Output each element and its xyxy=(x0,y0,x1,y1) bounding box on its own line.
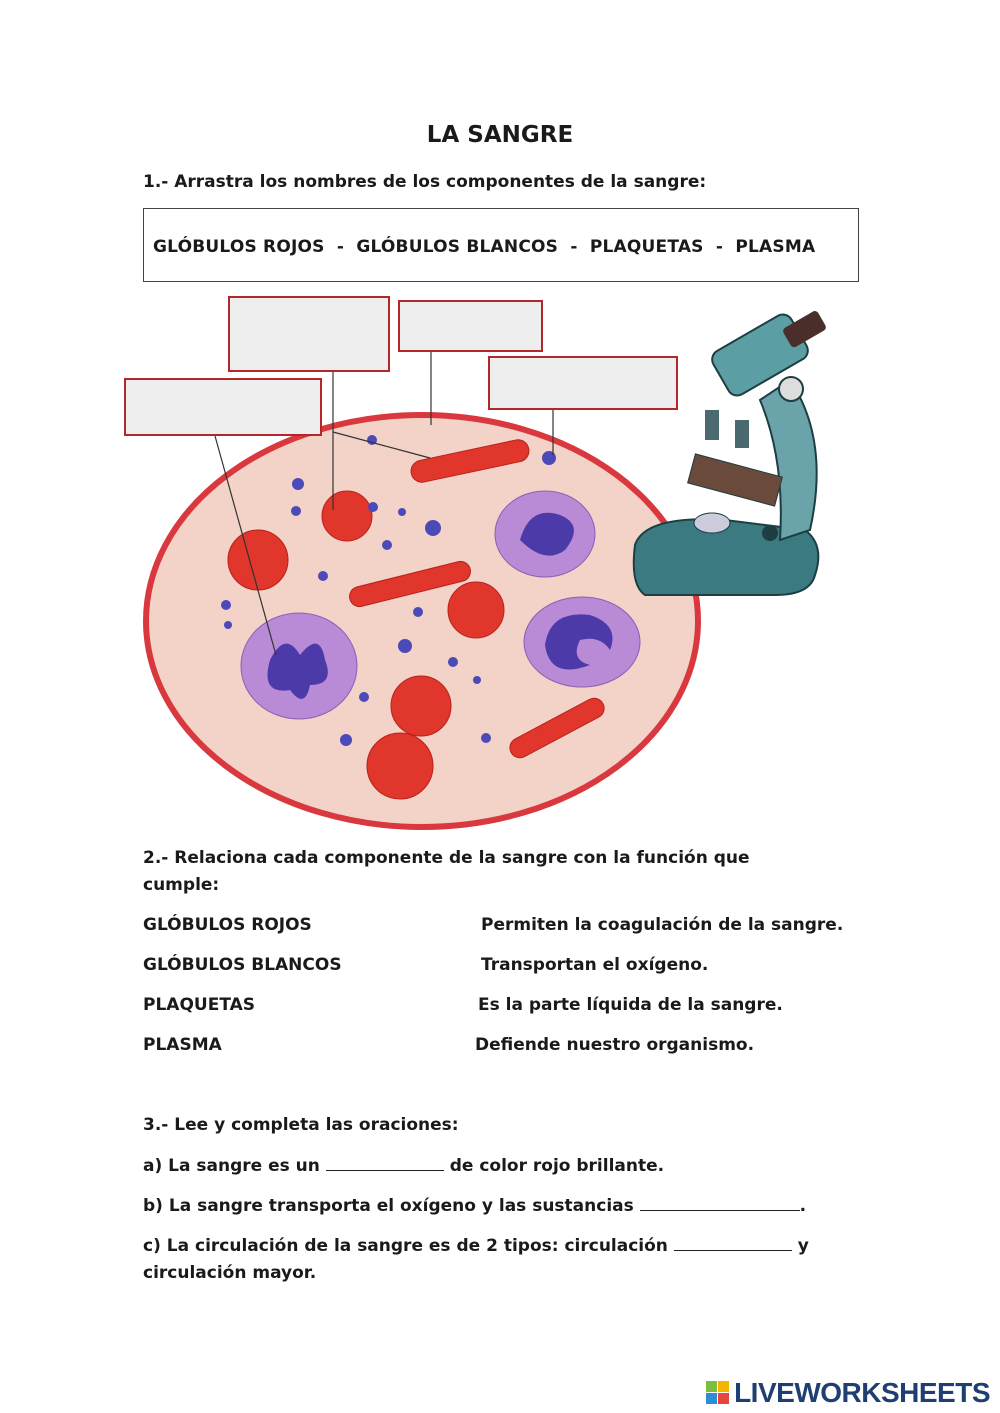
drop-box-4[interactable] xyxy=(124,378,322,436)
blank-a-input[interactable] xyxy=(325,1156,444,1171)
page-title: LA SANGRE xyxy=(426,122,574,148)
question-2-prompt: 2.- Relaciona cada componente de la sang… xyxy=(143,848,750,868)
match-right-3[interactable]: Es la parte líquida de la sangre. xyxy=(478,995,783,1015)
match-left-4[interactable]: PLASMA xyxy=(143,1035,222,1055)
red-blood-cells xyxy=(227,439,605,800)
sentence-c-start: c) La circulación de la sangre es de 2 t… xyxy=(143,1236,668,1256)
drop-box-3[interactable] xyxy=(488,356,678,410)
sentence-a-end: de color rojo brillante. xyxy=(449,1156,665,1176)
match-left-2[interactable]: GLÓBULOS BLANCOS xyxy=(143,955,342,975)
liveworksheets-logo: LIVEWORKSHEETS xyxy=(706,1377,990,1409)
match-left-1[interactable]: GLÓBULOS ROJOS xyxy=(143,915,312,935)
blank-c-input[interactable] xyxy=(673,1236,792,1251)
sentence-a: a) La sangre es un de color rojo brillan… xyxy=(143,1156,664,1176)
blank-b-input[interactable] xyxy=(639,1196,800,1211)
match-right-1[interactable]: Permiten la coagulación de la sangre. xyxy=(481,915,844,935)
logo-text: LIVEWORKSHEETS xyxy=(734,1377,990,1408)
sentence-c: c) La circulación de la sangre es de 2 t… xyxy=(143,1236,809,1256)
sentence-c-cont: circulación mayor. xyxy=(143,1263,317,1283)
sentence-c-end: y xyxy=(797,1236,809,1256)
white-blood-cells xyxy=(240,490,641,720)
pointer-lines xyxy=(214,352,554,656)
question-1-prompt: 1.- Arrastra los nombres de los componen… xyxy=(143,172,707,192)
word-bank: GLÓBULOS ROJOS - GLÓBULOS BLANCOS - PLAQ… xyxy=(143,208,859,282)
match-right-4[interactable]: Defiende nuestro organismo. xyxy=(475,1035,755,1055)
sentence-a-start: a) La sangre es un xyxy=(143,1156,320,1176)
drop-box-2[interactable] xyxy=(398,300,543,352)
question-2-prompt-cont: cumple: xyxy=(143,875,220,895)
match-left-3[interactable]: PLAQUETAS xyxy=(143,995,255,1015)
sentence-b-end: . xyxy=(799,1196,807,1216)
sentence-b: b) La sangre transporta el oxígeno y las… xyxy=(143,1196,806,1216)
question-3-prompt: 3.- Lee y completa las oraciones: xyxy=(143,1115,459,1135)
match-right-2[interactable]: Transportan el oxígeno. xyxy=(481,955,709,975)
sentence-b-start: b) La sangre transporta el oxígeno y las… xyxy=(143,1196,634,1216)
word-bank-text: GLÓBULOS ROJOS - GLÓBULOS BLANCOS - PLAQ… xyxy=(153,237,816,257)
live-badge-icon xyxy=(706,1381,730,1404)
blood-illustration xyxy=(143,311,826,830)
drop-box-1[interactable] xyxy=(228,296,390,372)
microscope-image xyxy=(632,311,826,596)
